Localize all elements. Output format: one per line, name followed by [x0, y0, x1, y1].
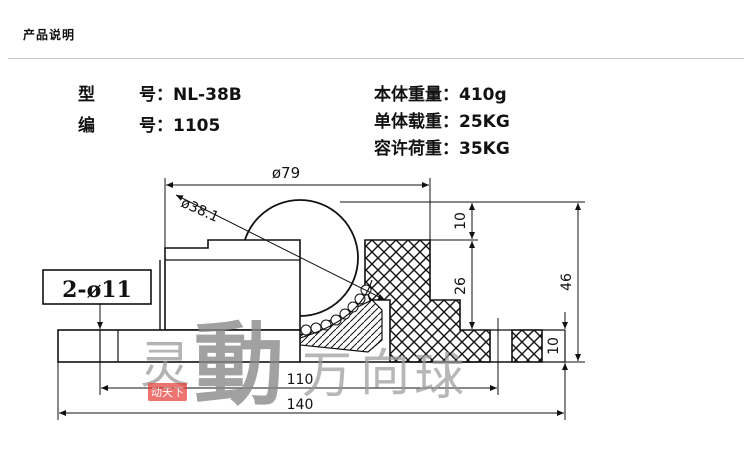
dim-top-offset-label: 10 — [453, 212, 469, 230]
hole-callout-label: 2-ø11 — [62, 277, 132, 303]
hole-callout-box — [42, 269, 152, 305]
dim-flange-length-label: 140 — [287, 397, 314, 413]
spec-weight-label: 本体重量 — [374, 85, 442, 105]
dim-ball-diameter-label: ø38.1 — [178, 195, 221, 226]
cover-body — [164, 239, 301, 331]
spec-code-sep: ： — [156, 116, 173, 136]
spec-allowable-load-sep: ： — [442, 139, 459, 159]
page-title: 产品说明 — [23, 28, 76, 42]
spec-model-sep: ： — [156, 85, 173, 105]
spec-unit-load-label: 单体载重 — [374, 112, 442, 132]
dim-flange-length — [57, 362, 566, 420]
dim-overall-diameter — [164, 178, 431, 248]
housing-section — [364, 239, 491, 363]
spec-weight-value: 410g — [459, 85, 507, 105]
spec-allowable-load-value: 35KG — [459, 139, 510, 159]
dim-total-height — [478, 201, 585, 363]
flange-right-tab — [511, 329, 543, 363]
spec-unit-load: 单体载重：25KG — [374, 107, 510, 132]
dim-overall-diameter-label: ø79 — [272, 164, 300, 182]
dim-body-height-label: 26 — [453, 277, 469, 295]
spec-code-value: 1105 — [173, 116, 221, 136]
spec-code: 编 号：1105 — [78, 111, 220, 136]
spec-weight-sep: ： — [442, 85, 459, 105]
spec-unit-load-sep: ： — [442, 112, 459, 132]
dim-ball-leader — [175, 194, 386, 301]
spec-code-label-b: 号 — [139, 116, 156, 136]
flange-left — [57, 329, 301, 363]
spec-code-label-a: 编 — [78, 116, 95, 136]
header-divider — [8, 58, 744, 59]
spec-unit-load-value: 25KG — [459, 112, 510, 132]
spec-model-label-a: 型 — [78, 85, 95, 105]
spec-allowable-load-label: 容许荷重 — [374, 139, 442, 159]
spec-model-label-b: 号 — [139, 85, 156, 105]
page-header: 产品说明 — [0, 0, 748, 70]
spec-allowable-load: 容许荷重：35KG — [374, 134, 510, 159]
spec-weight: 本体重量：410g — [374, 80, 507, 105]
spec-model-value: NL-38B — [173, 85, 242, 105]
dim-flange-thickness-label: 10 — [546, 337, 562, 355]
dim-vertical-inner — [340, 201, 478, 329]
spec-model: 型 号：NL-38B — [78, 80, 242, 105]
dim-total-height-label: 46 — [559, 273, 575, 291]
dim-hole-spacing-label: 110 — [287, 372, 314, 388]
